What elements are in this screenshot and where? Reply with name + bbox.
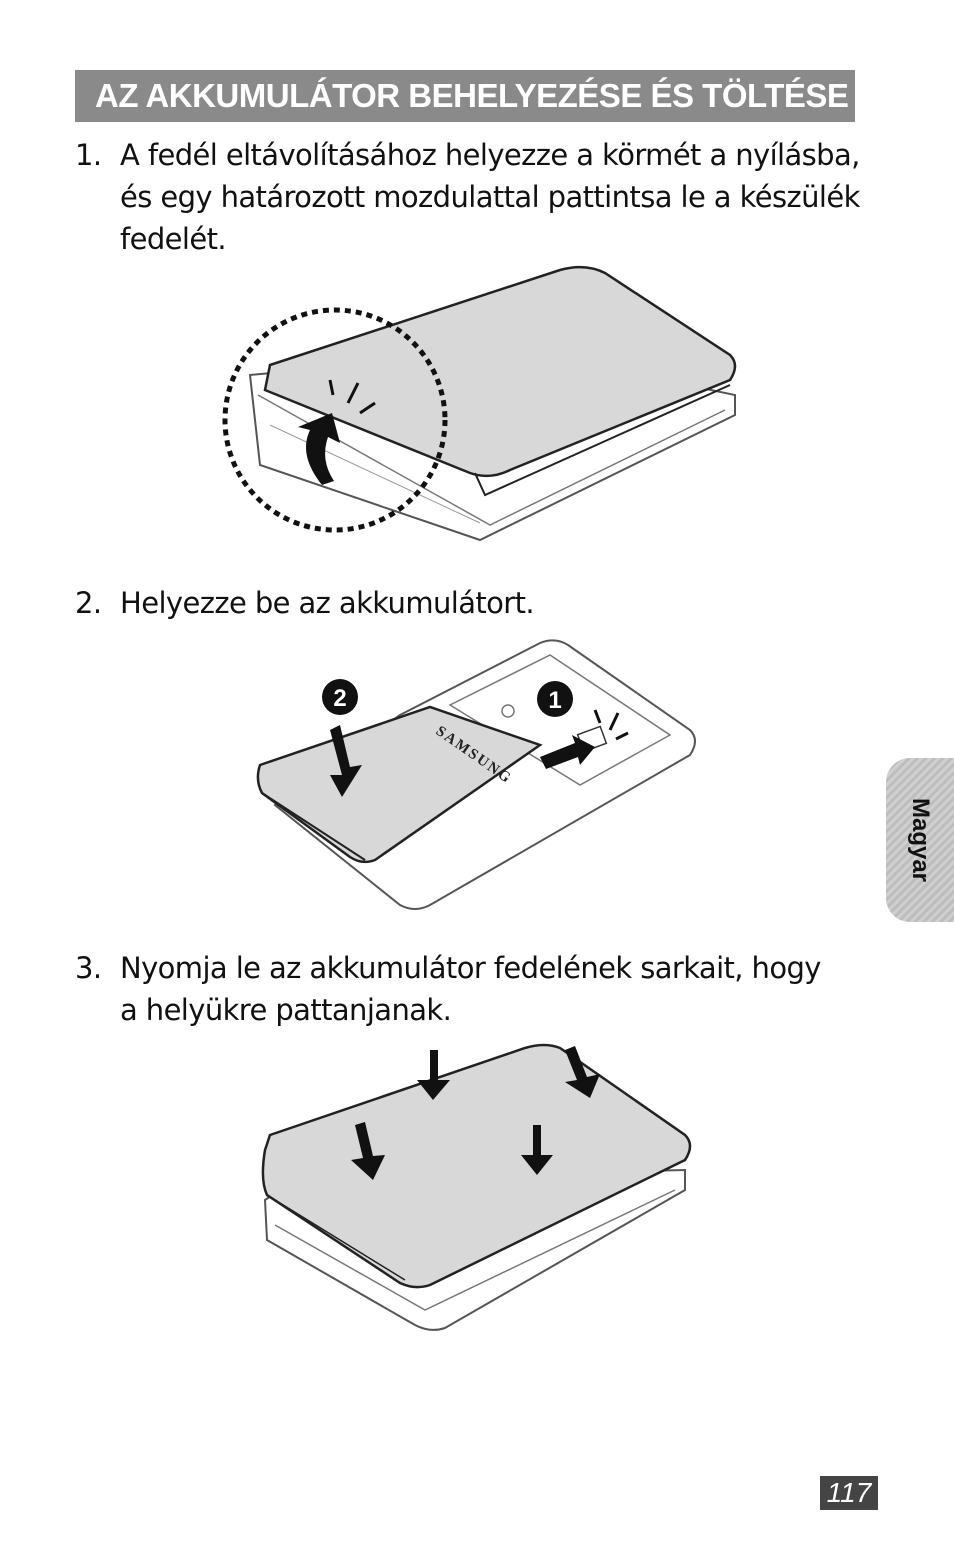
badge-2-label: 2 [333,685,346,712]
insert-battery-illustration: SAMSUNG 2 1 [256,639,696,910]
badge-2: 2 [322,679,358,715]
remove-cover-illustration [222,265,737,542]
press-cover-illustration [261,1043,692,1331]
badge-1: 1 [537,681,573,717]
step-3-number: 3. [75,951,102,985]
step-1-line-1: A fedél eltávolításához helyezze a körmé… [120,138,860,172]
language-tab: Magyar [886,758,954,922]
step-2-number: 2. [75,586,102,620]
badge-1-label: 1 [548,687,561,714]
step-2-line-1: Helyezze be az akkumulátort. [120,586,535,620]
step-1-line-3: fedelét. [120,222,227,256]
section-title: AZ AKKUMULÁTOR BEHELYEZÉSE ÉS TÖLTÉSE [75,70,855,122]
page-number: 117 [820,1476,878,1510]
step-3-line-1: Nyomja le az akkumulátor fedelének sarka… [120,951,821,985]
language-tab-label: Magyar [907,797,934,883]
step-1-number: 1. [75,138,102,172]
step-3-line-2: a helyükre pattanjanak. [120,993,452,1027]
step-1-line-2: és egy határozott mozdulattal pattintsa … [120,180,860,214]
